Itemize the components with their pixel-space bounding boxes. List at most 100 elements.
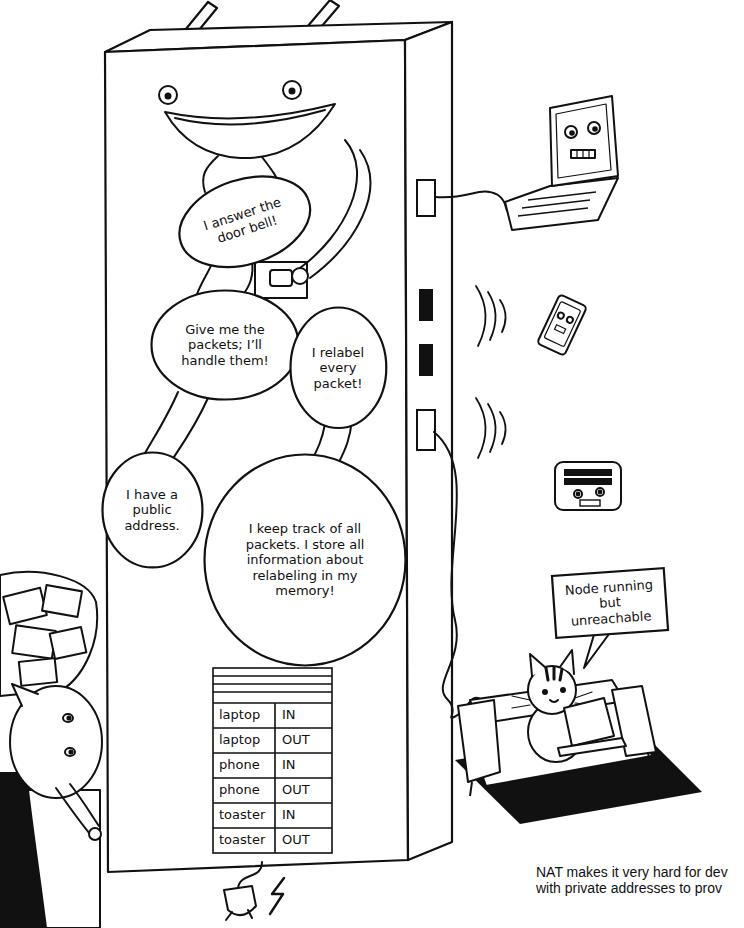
peeking-cat — [65, 748, 75, 756]
text-block: I relabel every packet! — [303, 345, 373, 392]
router-box — [105, 0, 452, 872]
toaster-icon — [580, 500, 600, 506]
laptop-icon — [593, 127, 597, 131]
door-bell — [270, 270, 292, 286]
bubble-text: I keep track of all packets. I store all… — [230, 521, 380, 599]
sitting-cat — [530, 654, 546, 676]
toaster-icon — [577, 493, 580, 496]
phone-icon — [544, 301, 581, 347]
toaster-icon — [596, 488, 604, 496]
laptop-icon — [435, 192, 516, 213]
paper-pile — [50, 627, 87, 659]
door-bell — [255, 262, 307, 298]
router-ports — [420, 345, 432, 375]
table-cell: toaster — [219, 808, 273, 823]
sitting-cat — [550, 700, 558, 702]
sign-outline — [552, 568, 668, 638]
peeking-cat — [63, 714, 73, 722]
power-plug — [270, 878, 284, 914]
bubble-text: I have a public address. — [116, 487, 188, 534]
laptop-icon — [588, 122, 600, 134]
sitting-cat — [561, 688, 565, 692]
laptop-icon — [577, 150, 589, 158]
phone-icon — [555, 325, 566, 334]
table-cell: toaster — [219, 833, 273, 848]
wifi-waves — [476, 286, 506, 458]
toaster-icon — [565, 470, 611, 475]
bubble-neck — [172, 398, 208, 460]
router-box — [405, 22, 452, 860]
toaster-icon — [555, 462, 621, 510]
table-cell: IN — [282, 708, 328, 723]
router-face — [165, 104, 335, 158]
sitting-cat — [564, 698, 614, 746]
router-ports — [417, 180, 435, 216]
paper-pile — [0, 572, 97, 696]
power-plug — [238, 862, 262, 888]
paper-pile — [12, 625, 56, 658]
laptop-icon — [570, 131, 574, 135]
table-cell: IN — [282, 758, 328, 773]
memory-table — [213, 676, 332, 853]
speech-bubble: I relabel every packet! — [289, 306, 388, 429]
peeking-cat — [70, 784, 99, 826]
sitting-cat — [512, 650, 626, 762]
laptop-icon — [550, 96, 618, 186]
power-plug — [226, 910, 252, 920]
power-plug — [224, 886, 256, 915]
table-cell: laptop — [219, 733, 273, 748]
router-face — [203, 156, 218, 192]
sign-board: Node running but unreachable — [551, 567, 669, 639]
router-face — [290, 89, 295, 94]
router-face — [175, 110, 325, 124]
bubble-outline — [205, 455, 406, 666]
peeking-cat — [56, 788, 90, 834]
table-cell: laptop — [219, 708, 273, 723]
caption-note: NAT makes it very hard for dev with priv… — [536, 864, 740, 896]
memory-table — [213, 668, 332, 853]
phone-icon — [537, 294, 587, 356]
toaster-icon — [574, 490, 582, 498]
table-cell: phone — [219, 783, 273, 798]
wifi-waves — [500, 300, 506, 332]
laptop-icon — [518, 192, 596, 216]
peeking-cat — [10, 684, 102, 928]
table-cell: IN — [282, 808, 328, 823]
router-arm — [310, 150, 370, 278]
sitting-cat — [546, 667, 562, 680]
laptop-icon — [571, 150, 595, 158]
toaster-icon — [599, 491, 602, 494]
wifi-waves — [476, 286, 486, 346]
router-arm — [292, 268, 308, 284]
power-plug — [224, 862, 284, 920]
peeking-cat — [69, 750, 72, 753]
router-face — [159, 86, 177, 104]
router-face — [159, 81, 335, 192]
router-face — [166, 94, 171, 99]
memory-table — [213, 668, 332, 853]
phone-icon — [566, 316, 574, 324]
router-ports — [417, 180, 435, 450]
wifi-waves — [476, 398, 486, 458]
laptop-icon — [556, 104, 611, 178]
peeking-cat — [67, 716, 70, 719]
table-cell: OUT — [282, 733, 328, 748]
text-block: I keep track of all packets. I store all… — [230, 521, 380, 599]
bubble-text: Give me the packets; I’ll handle them! — [173, 322, 277, 369]
toaster-icon — [565, 479, 611, 484]
toaster-icon — [555, 462, 621, 510]
laptop-icon — [505, 178, 618, 230]
phone-icon — [537, 294, 587, 356]
couch — [458, 700, 500, 782]
bubble-outline — [102, 453, 202, 568]
wifi-waves — [500, 412, 506, 444]
laptop-icon — [435, 96, 618, 230]
table-cell: phone — [219, 758, 273, 773]
router-ports — [420, 290, 432, 320]
speech-bubble: I keep track of all packets. I store all… — [203, 453, 407, 667]
bubble-neck — [140, 392, 178, 462]
peeking-cat — [89, 828, 101, 840]
speech-bubble: Give me the packets; I’ll handle them! — [150, 289, 300, 401]
paper-pile — [19, 658, 57, 686]
sitting-cat — [543, 690, 547, 694]
